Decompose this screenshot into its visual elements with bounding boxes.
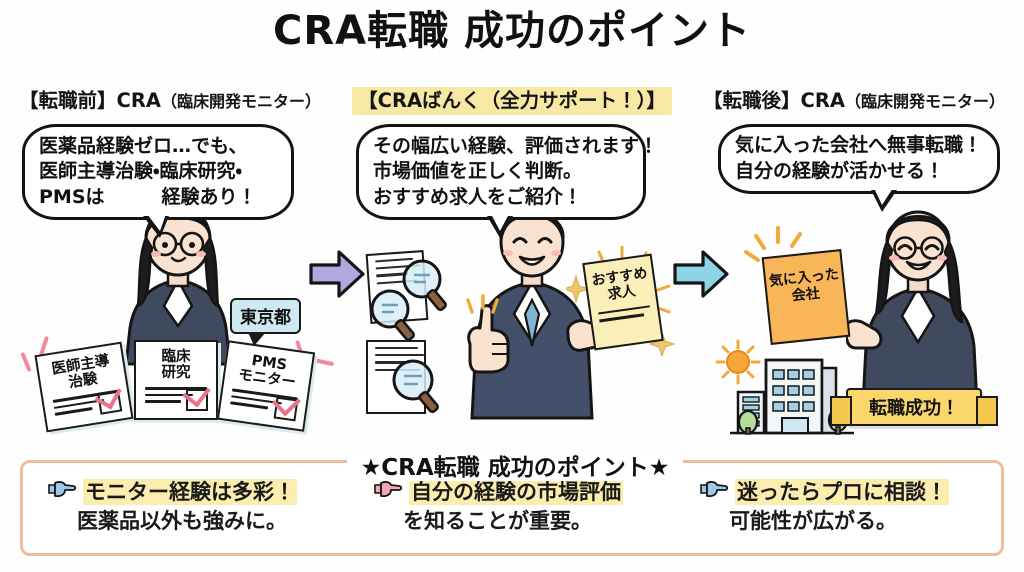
- summary-title-text: ★CRA転職 成功のポイント★: [346, 455, 684, 481]
- burst-lines-icon: [744, 226, 802, 262]
- job-card-lines: [598, 305, 651, 323]
- summary-point-3-line1: 迷ったらプロに相談！: [735, 479, 949, 506]
- recommended-job-card: おすすめ 求人: [582, 253, 664, 351]
- bubble-agency-line-2: 市場価値を正しく判断。: [373, 160, 583, 183]
- panel-header-agency: 【CRAばんく（全力サポート！）】: [342, 84, 682, 115]
- panel-header-after-main: CRA: [800, 89, 845, 112]
- checkmark-icon: [97, 389, 123, 415]
- arrow-before-to-agency-icon: [309, 250, 365, 298]
- summary-point-1-line2: 医薬品以外も強みに。: [77, 509, 287, 534]
- magnifier-icon: [402, 259, 447, 312]
- job-card-line2: 求人: [606, 283, 637, 304]
- panel-header-before-paren: （臨床開発モニター）: [160, 92, 321, 111]
- person-agency-consultant: [467, 206, 610, 420]
- document-card-clinical-research: 臨床 研究: [134, 340, 218, 420]
- sun-icon: [715, 339, 761, 385]
- magnifier-icon: [370, 289, 415, 342]
- checkmark-icon: [186, 389, 208, 411]
- pointing-hand-icon: [699, 479, 729, 505]
- panel-header-after-paren: （臨床開発モニター）: [844, 92, 1005, 111]
- bubble-agency-line-3: おすすめ求人をご紹介！: [373, 185, 583, 208]
- speech-bubble-agency: その幅広い経験、評価されます！ 市場価値を正しく判断。 おすすめ求人をご紹介！: [356, 124, 659, 238]
- summary-point-3: 迷ったらプロに相談！ 可能性が広がる。: [675, 479, 1001, 553]
- summary-point-2-line1: 自分の経験の市場評価: [409, 479, 623, 506]
- sparkle-icon: [566, 246, 676, 356]
- location-tag-label: 東京都: [240, 308, 291, 328]
- bubble-after-line-1: 気に入った会社へ無事転職！: [735, 134, 983, 157]
- doc2-title-line2: 研究: [161, 365, 191, 382]
- summary-point-1-line1: モニター経験は多彩！: [83, 479, 297, 506]
- summary-point-2: 自分の経験の市場評価 を知ることが重要。: [349, 479, 675, 553]
- page-title: CRA転職 成功のポイント: [0, 8, 1024, 70]
- panel-header-after-bracket: 【転職後】: [703, 89, 801, 112]
- speech-bubble-before: 医薬品経験ゼロ…でも、 医師主導治験・臨床研究・ PMSは 経験あり！: [22, 124, 294, 238]
- bubble-before-tail: [143, 214, 169, 238]
- panel-header-before-bracket: 【転職前】: [19, 89, 117, 112]
- success-ribbon-banner: 転職成功！: [830, 388, 998, 426]
- panel-header-before: 【転職前】CRA（臨床開発モニター）: [0, 84, 340, 113]
- pointing-hand-icon: [373, 479, 403, 505]
- sparkle-stroke: [20, 351, 32, 373]
- panel-header-before-main: CRA: [116, 89, 161, 112]
- summary-box: ★CRA転職 成功のポイント★ モニター経験は多彩！ 医薬品以外も強みに。: [20, 455, 1004, 556]
- pointing-hand-icon: [47, 479, 77, 505]
- sparkle-icon: [466, 294, 499, 314]
- doc2-title-line1: 臨床: [161, 349, 191, 365]
- title-text: CRA転職 成功のポイント: [272, 8, 752, 54]
- summary-point-2-line2: を知ることが重要。: [403, 509, 592, 534]
- folder-line2: 会社: [790, 285, 821, 304]
- speech-bubble-after: 気に入った会社へ無事転職！ 自分の経験が活かせる！: [718, 124, 1000, 212]
- panel-header-agency-text: 【CRAばんく（全力サポート！）】: [352, 87, 672, 115]
- doc2-lines: [145, 387, 207, 403]
- checkmark-icon: [273, 396, 299, 422]
- doc1-title-line2: 治験: [67, 371, 99, 392]
- bubble-before-line-3: PMSは 経験あり！: [39, 185, 257, 208]
- bubble-agency-tail: [487, 214, 513, 238]
- summary-point-1: モニター経験は多彩！ 医薬品以外も強みに。: [23, 479, 349, 553]
- bubble-before-line-2: 医師主導治験・臨床研究・: [39, 160, 242, 183]
- panel-header-after: 【転職後】CRA（臨床開発モニター）: [684, 84, 1024, 113]
- summary-points-row: モニター経験は多彩！ 医薬品以外も強みに。 自分の経験の市場評価 を知ることが重…: [23, 463, 1001, 553]
- summary-point-3-line2: 可能性が広がる。: [729, 509, 897, 534]
- summary-title: ★CRA転職 成功のポイント★: [23, 448, 1007, 482]
- document-card-pms-monitor: PMS モニター: [216, 340, 316, 432]
- bubble-before-line-1: 医薬品経験ゼロ…でも、: [39, 135, 248, 157]
- magnifier-icon: [392, 359, 439, 414]
- ribbon-label: 転職成功！: [869, 398, 959, 419]
- location-tag-tokyo: 東京都: [230, 298, 301, 346]
- arrow-agency-to-after-icon: [673, 250, 729, 298]
- sparkle-stroke: [311, 357, 335, 367]
- bubble-after-line-2: 自分の経験が活かせる！: [735, 159, 945, 182]
- bubble-after-tail: [871, 188, 897, 212]
- bubble-agency-line-1: その幅広い経験、評価されます！: [373, 135, 659, 157]
- favorite-company-folder: 気に入った 会社: [761, 249, 851, 345]
- document-card-investigator-trial: 医師主導 治験: [34, 341, 134, 433]
